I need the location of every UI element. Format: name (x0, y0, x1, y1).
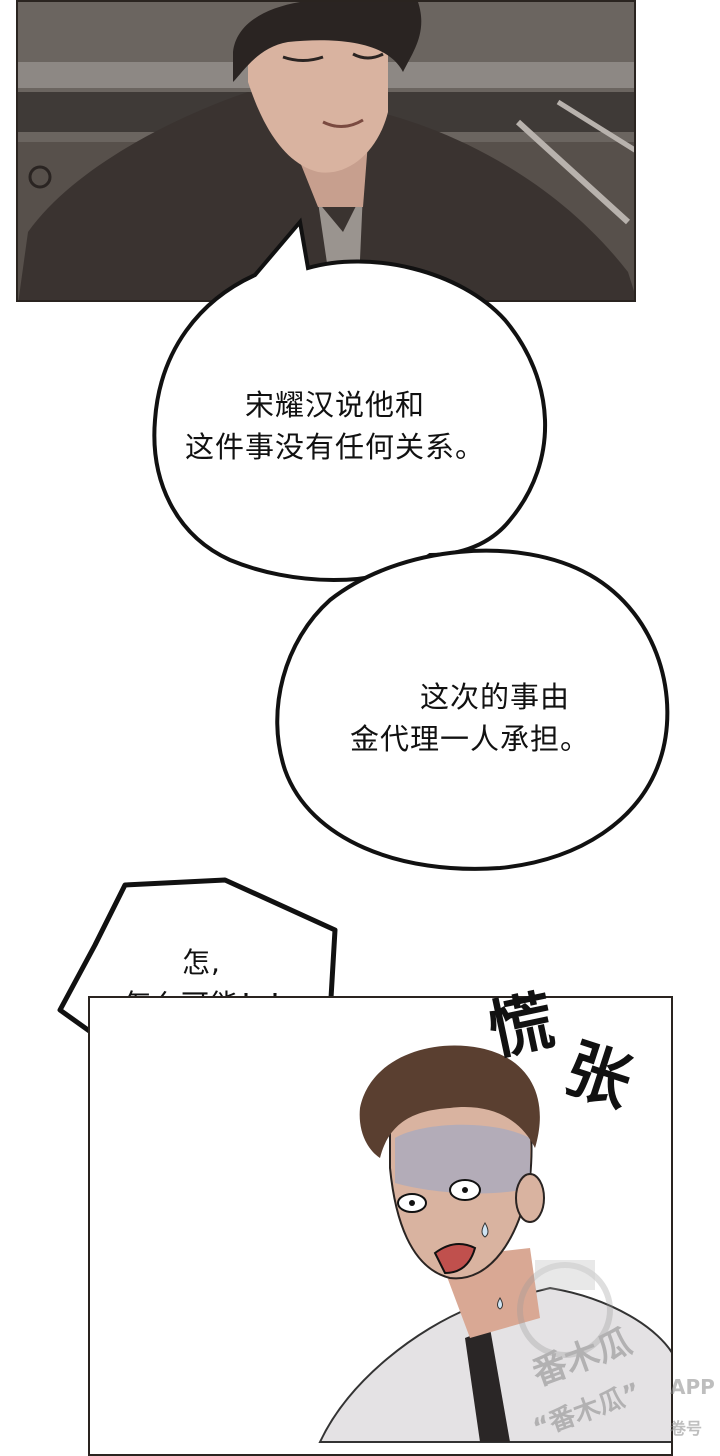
man-dark-shirt-image (18, 2, 634, 300)
bubble-2-line-2: 金代理一人承担。 (349, 722, 590, 756)
bubble-1-line-1: 宋耀汉说他和 (244, 388, 425, 422)
bubble-2-text: 这次的事由 金代理一人承担。 (300, 676, 640, 760)
top-panel-illustration (16, 0, 636, 302)
watermark: 番木瓜 “番木瓜” APP 卷号 (470, 1230, 720, 1444)
sfx-panic: 慌 张 (482, 955, 668, 1122)
watermark-logo-icon (517, 1260, 613, 1358)
bubble-1-line-2: 这件事没有任何关系。 (184, 430, 485, 464)
watermark-app: APP (670, 1375, 715, 1399)
sfx-char-1: 慌 (482, 984, 561, 1070)
speech-bubble-2 (275, 548, 670, 871)
bubble-3-line-1: 怎, (182, 946, 221, 979)
bubble-2-line-1: 这次的事由 (419, 680, 570, 714)
bottom-panel-illustration (88, 996, 673, 1456)
bubble-1-text: 宋耀汉说他和 这件事没有任何关系。 (160, 384, 510, 468)
sfx-char-2: 张 (556, 1031, 641, 1122)
panicked-man-image (90, 998, 671, 1454)
watermark-tail: 卷号 (670, 1419, 703, 1438)
